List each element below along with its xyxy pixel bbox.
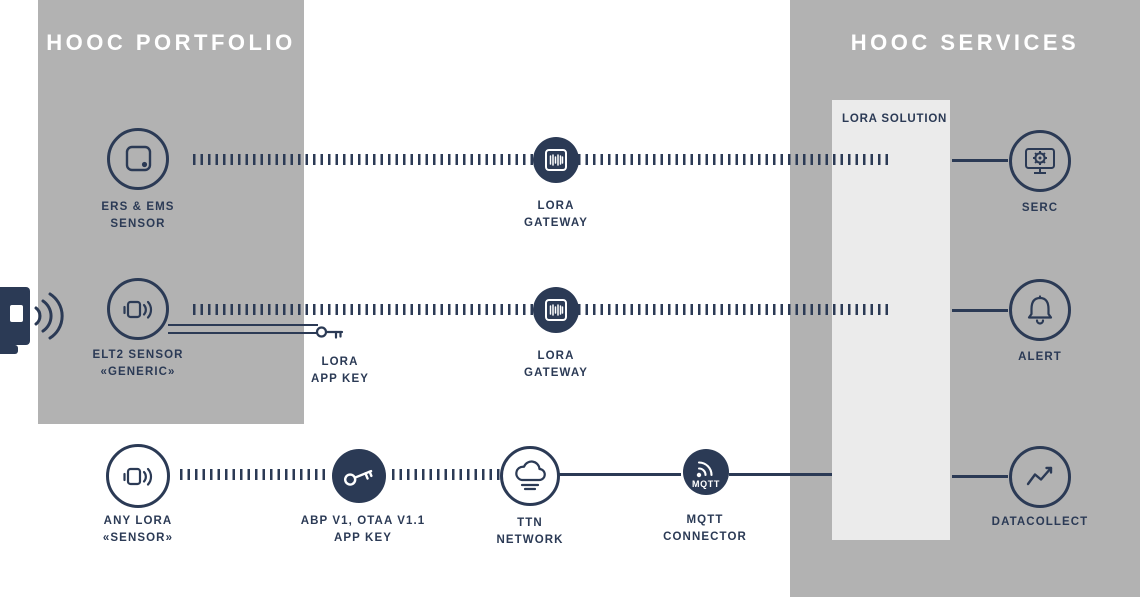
any-lora-sensor-node	[106, 444, 170, 508]
hooc-portfolio-panel: HOOC PORTFOLIO	[38, 0, 304, 424]
elt2-sensor-icon	[123, 300, 153, 319]
dashed-link-row2-right	[578, 304, 888, 315]
mqtt-badge: MQTT	[692, 479, 720, 489]
elt2-sensor-node	[107, 278, 169, 340]
ttn-network-node	[500, 446, 560, 506]
any-lora-sensor-label: ANY LORA«SENSOR»	[102, 515, 174, 544]
datacollect-node	[1009, 446, 1071, 508]
cloud-network-icon	[515, 460, 546, 491]
ers-ems-sensor-node	[107, 128, 169, 190]
link-mqtt-box	[729, 473, 832, 476]
device-foot	[0, 345, 18, 354]
device-window	[10, 305, 23, 322]
dashed-link-row2-left	[193, 304, 540, 315]
mqtt-node: MQTT	[683, 449, 729, 495]
wall-sensor-device	[0, 287, 30, 345]
gateway-icon	[545, 149, 567, 171]
elt2-sensor-label: ELT2 SENSOR«GENERIC»	[92, 349, 184, 378]
services-title: HOOC SERVICES	[850, 30, 1080, 55]
any-lora-sensor-icon	[123, 467, 153, 486]
datacollect-label: DATACOLLECT	[991, 516, 1089, 528]
link-box-alert	[952, 309, 1008, 312]
app-key-node	[332, 449, 386, 503]
lora-app-key-icon	[315, 326, 344, 339]
key-icon	[343, 469, 373, 486]
radio-waves-icon	[34, 292, 64, 340]
mqtt-broadcast-icon	[696, 461, 713, 478]
lora-solution-label: LORA SOLUTION	[842, 113, 948, 125]
serc-node	[1009, 130, 1071, 192]
alert-node	[1009, 279, 1071, 341]
dashed-link-row3-a	[180, 469, 330, 480]
link-network-mqtt	[557, 473, 681, 476]
lora-solution-box: LORA SOLUTION	[832, 100, 950, 540]
dashed-link-row3-b	[392, 469, 502, 480]
double-link-elt2-key	[168, 324, 318, 334]
room-sensor-icon	[125, 145, 152, 172]
alert-bell-icon	[1027, 295, 1053, 325]
chart-line-icon	[1026, 466, 1053, 486]
lora-gateway-mid-node	[533, 287, 579, 333]
dashed-link-row1-left	[193, 154, 540, 165]
link-box-datacollect	[952, 475, 1008, 478]
dashed-link-row1-right	[578, 154, 888, 165]
alert-label: ALERT	[1018, 351, 1062, 363]
link-box-serc	[952, 159, 1008, 162]
serc-monitor-gear-icon	[1025, 148, 1055, 174]
portfolio-title: HOOC PORTFOLIO	[46, 30, 296, 55]
gateway-icon	[545, 299, 567, 321]
lora-gateway-top-node	[533, 137, 579, 183]
serc-label: SERC	[1021, 202, 1059, 214]
